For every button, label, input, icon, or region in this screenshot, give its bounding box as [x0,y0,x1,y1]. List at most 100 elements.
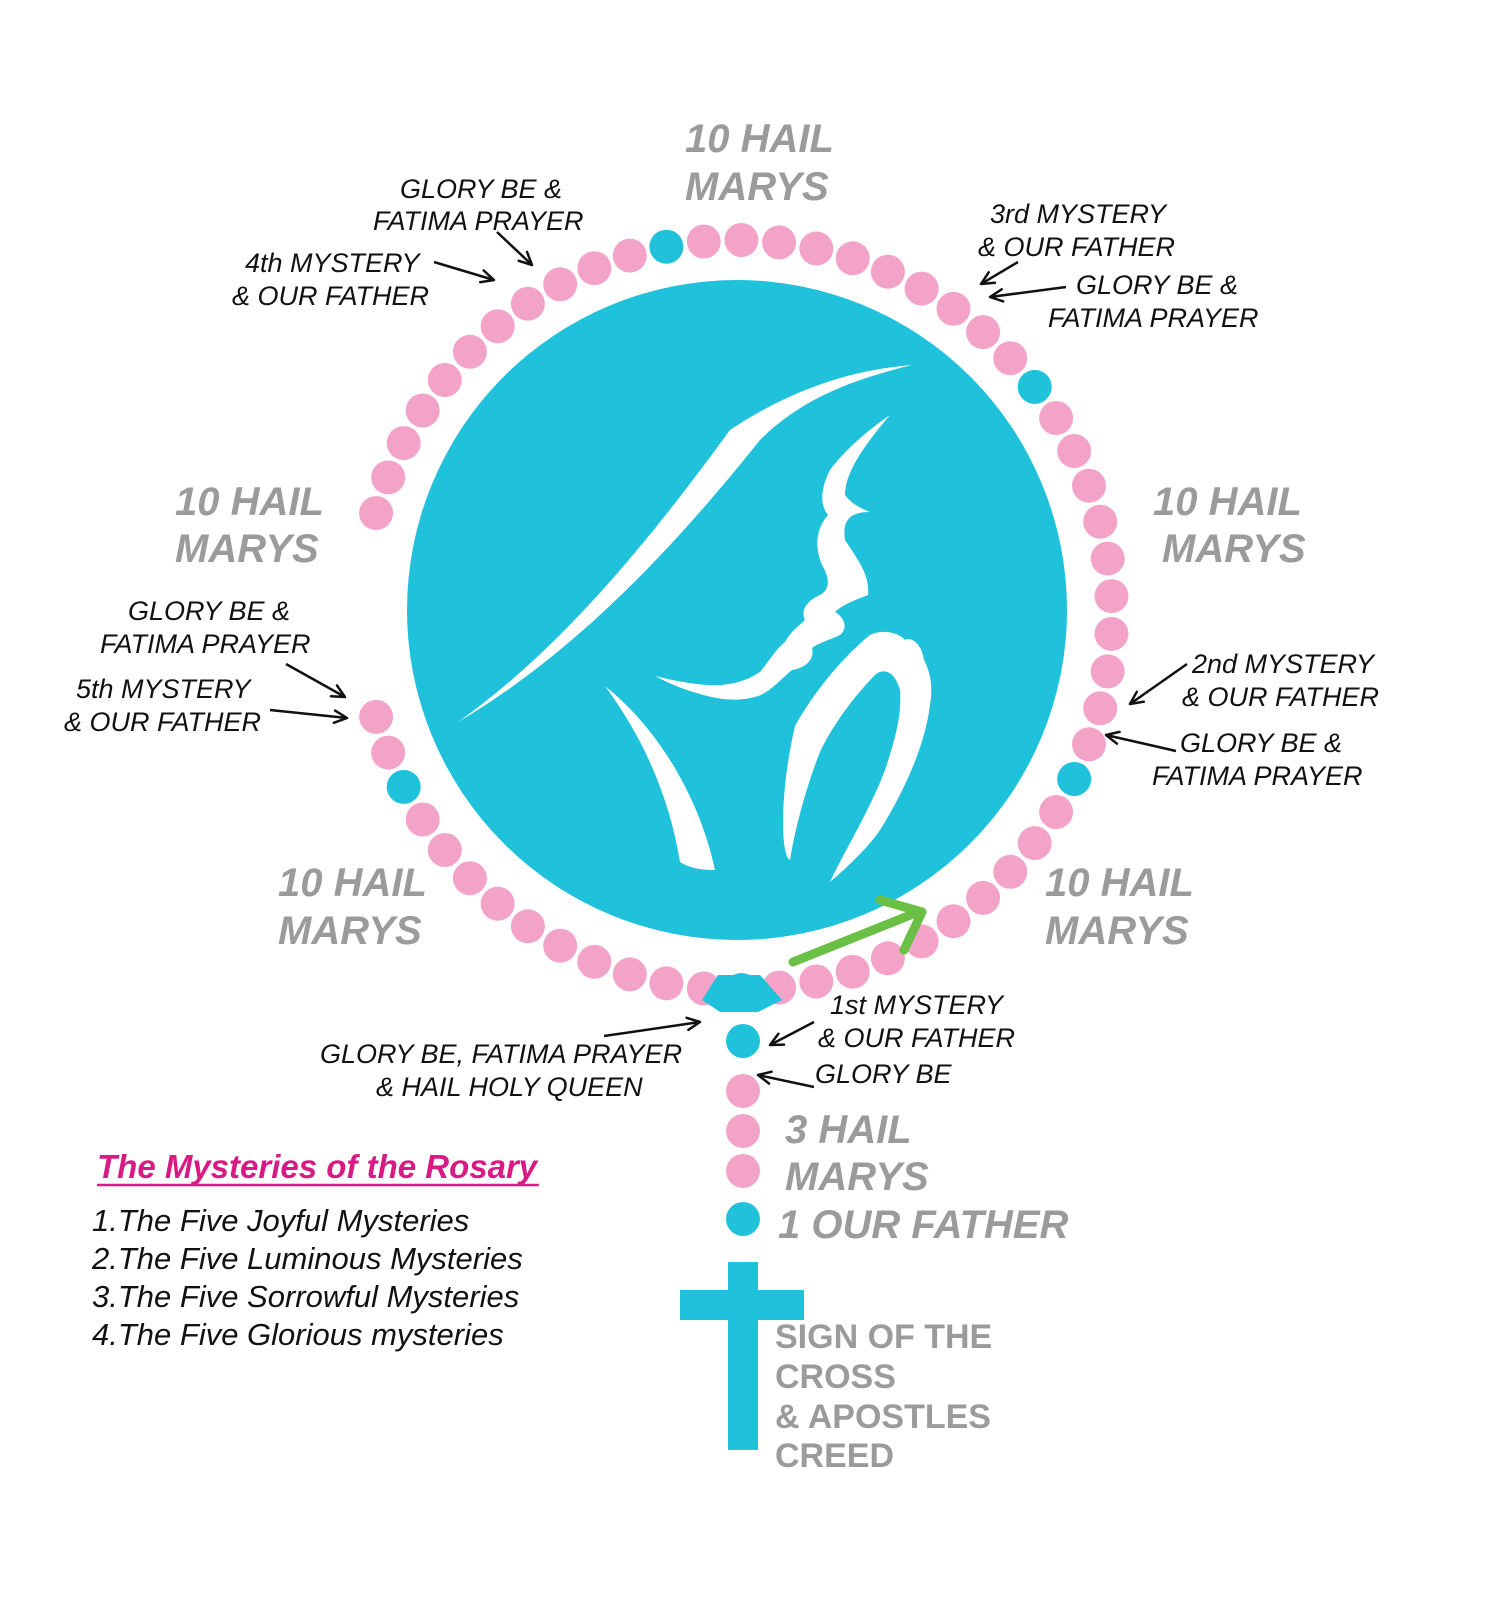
glory-fatima-top-right-label: GLORY BE & FATIMA PRAYER [1048,270,1259,333]
pointer-arrow [1104,730,1177,753]
hail-mary-bead [510,286,545,321]
hail-mary-bead [371,460,406,495]
hail-mary-bead [870,254,905,289]
pointer-arrow [433,260,496,284]
hail-mary-bead [577,251,612,286]
mystery-3-label: 3rd MYSTERY & OUR FATHER [978,199,1175,262]
medallion [407,280,1067,940]
our-father-bead [1057,762,1092,796]
hail-mary-bead [835,954,870,989]
hail-mary-bead [686,224,721,259]
hail-mary-bead [1094,616,1129,651]
pointer-arrow [756,1070,815,1089]
hail-mary-bead [1083,504,1118,539]
hail-mary-bead [480,309,515,344]
mystery-1-label: 1st MYSTERY & OUR FATHER [818,990,1015,1053]
one-our-father-label: 1 OUR FATHER [778,1203,1069,1247]
our-father-bead [726,1202,760,1236]
hail-mary-bead [1017,826,1052,861]
hail-marys-top-label: 10 HAIL MARYS [685,117,844,209]
hail-mary-bead [966,315,1001,350]
hail-mary-bead [799,964,834,999]
pointer-arrow [1128,662,1188,706]
hail-mary-bead [936,904,971,939]
pointer-arrow [603,1016,702,1038]
hail-mary-bead [543,267,578,302]
legend-item: 4.The Five Glorious mysteries [92,1317,504,1352]
hail-mary-bead [427,363,462,397]
legend-item: 3.The Five Sorrowful Mysteries [92,1279,519,1314]
sign-of-cross-label: SIGN OF THE CROSS & APOSTLES CREED [775,1318,1002,1475]
hail-mary-bead [993,341,1028,376]
hail-marys-upper-left-label: 10 HAIL MARYS [175,480,334,571]
hail-mary-bead [452,334,487,369]
hail-mary-bead [359,496,394,531]
centerpiece [702,975,782,1012]
hail-mary-bead [510,909,545,944]
legend-item: 1.The Five Joyful Mysteries [92,1203,469,1238]
hail-mary-bead [1057,434,1092,468]
hail-marys-lower-left-label: 10 HAIL MARYS [278,861,437,953]
hail-mary-bead [427,833,462,867]
hail-mary-bead [724,223,759,257]
mystery-2-label: 2nd MYSTERY & OUR FATHER [1182,649,1381,712]
hail-mary-bead [1083,691,1118,726]
pointer-arrow [768,1020,815,1047]
hail-mary-bead [577,944,612,979]
hail-mary-bead [726,1154,760,1188]
pointer-arrow [988,285,1067,303]
hail-mary-bead [936,291,971,326]
hail-mary-bead [1039,401,1074,435]
glory-fatima-left-label: GLORY BE & FATIMA PRAYER [100,596,311,659]
pointer-arrows [269,231,1188,1089]
hail-mary-bead [1090,654,1125,689]
hail-mary-bead [726,1114,760,1148]
three-hail-marys-label: 3 HAIL MARYS [785,1108,929,1199]
hail-mary-bead [1072,727,1106,762]
hail-mary-bead [612,957,647,992]
our-father-bead [1017,369,1052,404]
legend-title: The Mysteries of the Rosary [97,1148,539,1185]
mystery-5-label: 5th MYSTERY & OUR FATHER [64,674,261,737]
hail-mary-bead [405,802,440,837]
closing-prayers-label: GLORY BE, FATIMA PRAYER & HAIL HOLY QUEE… [320,1039,690,1102]
glory-be-label: GLORY BE [815,1059,953,1089]
our-father-bead [386,769,421,804]
mysteries-legend: The Mysteries of the Rosary 1.The Five J… [91,1148,539,1352]
our-father-bead [726,1024,760,1058]
hail-mary-bead [726,1074,760,1108]
hail-mary-bead [1072,468,1106,503]
pointer-arrow [285,662,347,699]
hail-mary-bead [371,735,406,770]
pointer-arrow [269,708,349,725]
hail-mary-bead [835,241,870,276]
hail-mary-bead [612,238,647,273]
pointer-arrow [496,231,534,267]
hail-marys-upper-right-label: 10 HAIL MARYS [1153,480,1312,571]
hail-mary-bead [1094,579,1129,614]
hail-mary-bead [966,880,1001,915]
pointer-arrow [979,260,1019,286]
hail-mary-bead [870,941,905,976]
legend-item: 2.The Five Luminous Mysteries [91,1241,523,1276]
mystery-4-label: 4th MYSTERY & OUR FATHER [232,248,429,311]
hail-mary-bead [904,271,939,306]
hail-mary-bead [799,231,834,266]
hail-mary-bead [649,966,684,1001]
hail-mary-bead [359,699,394,734]
hail-marys-lower-right-label: 10 HAIL MARYS [1045,861,1204,953]
our-father-bead [649,229,684,264]
hail-mary-bead [405,393,440,428]
crucifix-icon [680,1262,804,1450]
hail-mary-bead [543,928,578,963]
hail-mary-bead [762,225,797,260]
praying-madonna-icon [458,365,932,882]
hail-mary-bead [452,861,487,896]
hail-mary-bead [480,886,515,921]
direction-arrow-icon [788,895,927,967]
hail-mary-bead [1090,541,1125,576]
glory-fatima-top-left-label: GLORY BE & FATIMA PRAYER [373,174,584,236]
hail-mary-bead [1039,795,1074,829]
hail-mary-bead [386,426,421,461]
